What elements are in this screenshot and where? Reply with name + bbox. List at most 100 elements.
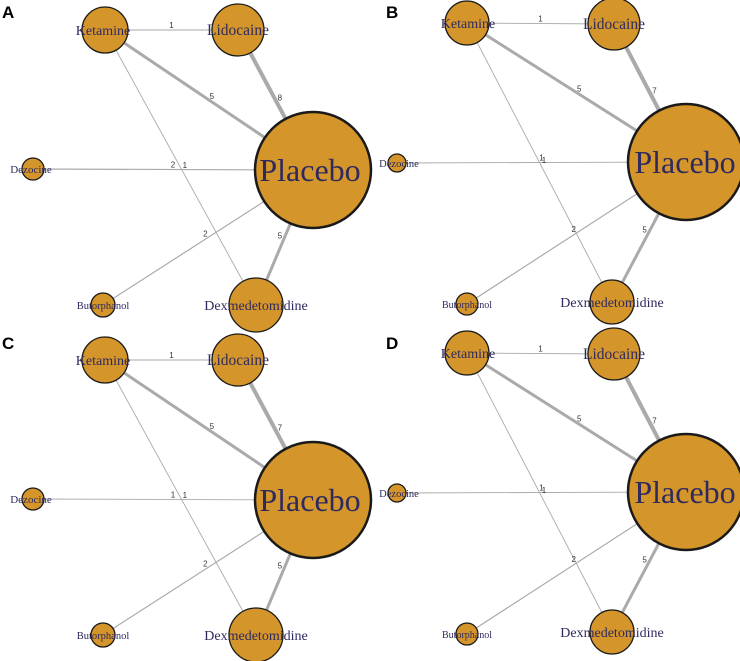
node-circle-placebo (253, 440, 373, 560)
node-butorphanol: Butorphanol (442, 292, 492, 316)
edge-label-dezocine-placebo: 1 (539, 484, 544, 493)
edge-label-ketamine-dexmedetomidine: 1 (183, 491, 188, 500)
edge-label-ketamine-lidocaine: 1 (169, 351, 174, 360)
node-dezocine: Dezocine (379, 153, 419, 173)
node-label-ketamine: Ketamine (76, 354, 130, 369)
edge-label-ketamine-dexmedetomidine: 1 (542, 486, 547, 495)
panel-letter: C (2, 334, 14, 353)
node-circle-placebo (253, 110, 373, 230)
edge-label-ketamine-lidocaine: 1 (538, 15, 543, 24)
node-circle-ketamine (81, 6, 129, 54)
node-label-lidocaine: Lidocaine (583, 346, 645, 363)
node-ketamine: Ketamine (441, 0, 495, 46)
node-circle-ketamine (444, 330, 490, 376)
edge-label-butorphanol-placebo: 2 (572, 555, 577, 564)
node-lidocaine: Lidocaine (583, 327, 645, 381)
node-circle-ketamine (444, 0, 490, 46)
node-label-butorphanol: Butorphanol (77, 631, 130, 642)
node-label-lidocaine: Lidocaine (207, 352, 269, 369)
node-circle-placebo (626, 432, 740, 552)
node-circle-lidocaine (211, 333, 265, 387)
node-circle-lidocaine (587, 0, 641, 51)
node-placebo: Placebo (253, 110, 373, 230)
edge-label-ketamine-dexmedetomidine: 1 (542, 156, 547, 165)
panel-letter: B (386, 3, 398, 22)
edge-label-ketamine-placebo: 5 (210, 422, 215, 431)
edge-label-ketamine-placebo: 5 (577, 84, 582, 93)
node-label-butorphanol: Butorphanol (442, 630, 492, 641)
node-circle-butorphanol (455, 622, 479, 646)
node-dexmedetomidine: Dexmedetomidine (204, 607, 308, 661)
node-label-dexmedetomidine: Dexmedetomidine (560, 296, 663, 311)
edge-label-butorphanol-placebo: 2 (203, 559, 208, 568)
node-label-ketamine: Ketamine (441, 347, 495, 362)
edge-label-butorphanol-placebo: 2 (203, 229, 208, 238)
edge-label-ketamine-lidocaine: 1 (169, 21, 174, 30)
node-dexmedetomidine: Dexmedetomidine (560, 609, 664, 655)
node-circle-dezocine (387, 483, 407, 503)
edge-label-dezocine-placebo: 2 (171, 161, 176, 170)
node-label-dexmedetomidine: Dexmedetomidine (560, 626, 663, 641)
panel-letter: A (2, 3, 14, 22)
node-label-dezocine: Dezocine (379, 489, 419, 500)
node-label-placebo: Placebo (259, 152, 360, 188)
node-butorphanol: Butorphanol (442, 622, 492, 646)
node-circle-dexmedetomidine (589, 279, 635, 325)
edge-label-butorphanol-placebo: 2 (572, 225, 577, 234)
node-label-dezocine: Dezocine (379, 159, 419, 170)
edge-label-lidocaine-placebo: 7 (278, 424, 283, 433)
edge-label-ketamine-placebo: 5 (577, 414, 582, 423)
edge-label-lidocaine-placebo: 8 (278, 94, 283, 103)
edge-ketamine-dexmedetomidine (104, 29, 257, 306)
edge-label-dezocine-placebo: 1 (171, 491, 176, 500)
node-lidocaine: Lidocaine (583, 0, 645, 51)
node-label-butorphanol: Butorphanol (442, 300, 492, 311)
node-circle-dezocine (21, 157, 45, 181)
node-label-placebo: Placebo (634, 144, 735, 180)
node-circle-dexmedetomidine (589, 609, 635, 655)
edge-label-ketamine-lidocaine: 1 (538, 345, 543, 354)
node-label-dexmedetomidine: Dexmedetomidine (204, 299, 307, 314)
node-circle-placebo (626, 102, 740, 222)
node-dexmedetomidine: Dexmedetomidine (560, 279, 664, 325)
node-label-lidocaine: Lidocaine (583, 16, 645, 33)
node-ketamine: Ketamine (441, 330, 495, 376)
edge-ketamine-dexmedetomidine (104, 359, 257, 636)
edge-label-dexmedetomidine-placebo: 5 (642, 556, 647, 565)
node-lidocaine: Lidocaine (207, 333, 269, 387)
node-placebo: Placebo (626, 432, 740, 552)
node-circle-lidocaine (587, 327, 641, 381)
node-dezocine: Dezocine (10, 157, 52, 181)
node-label-ketamine: Ketamine (441, 17, 495, 32)
node-dexmedetomidine: Dexmedetomidine (204, 277, 308, 333)
panel-letter: D (386, 334, 398, 353)
node-circle-butorphanol (455, 292, 479, 316)
node-circle-ketamine (81, 336, 129, 384)
node-circle-butorphanol (90, 292, 116, 318)
edge-label-dexmedetomidine-placebo: 5 (642, 226, 647, 235)
node-butorphanol: Butorphanol (77, 622, 130, 648)
node-circle-lidocaine (211, 3, 265, 57)
node-label-butorphanol: Butorphanol (77, 301, 130, 312)
node-label-placebo: Placebo (634, 474, 735, 510)
node-label-placebo: Placebo (259, 482, 360, 518)
node-circle-dezocine (387, 153, 407, 173)
node-butorphanol: Butorphanol (77, 292, 130, 318)
node-dezocine: Dezocine (10, 487, 52, 511)
node-label-ketamine: Ketamine (76, 24, 130, 39)
node-ketamine: Ketamine (76, 6, 130, 54)
edge-label-lidocaine-placebo: 7 (652, 87, 657, 96)
node-circle-dexmedetomidine (228, 607, 284, 661)
edge-label-lidocaine-placebo: 7 (652, 417, 657, 426)
node-label-dezocine: Dezocine (10, 494, 52, 506)
node-circle-butorphanol (90, 622, 116, 648)
node-placebo: Placebo (626, 102, 740, 222)
